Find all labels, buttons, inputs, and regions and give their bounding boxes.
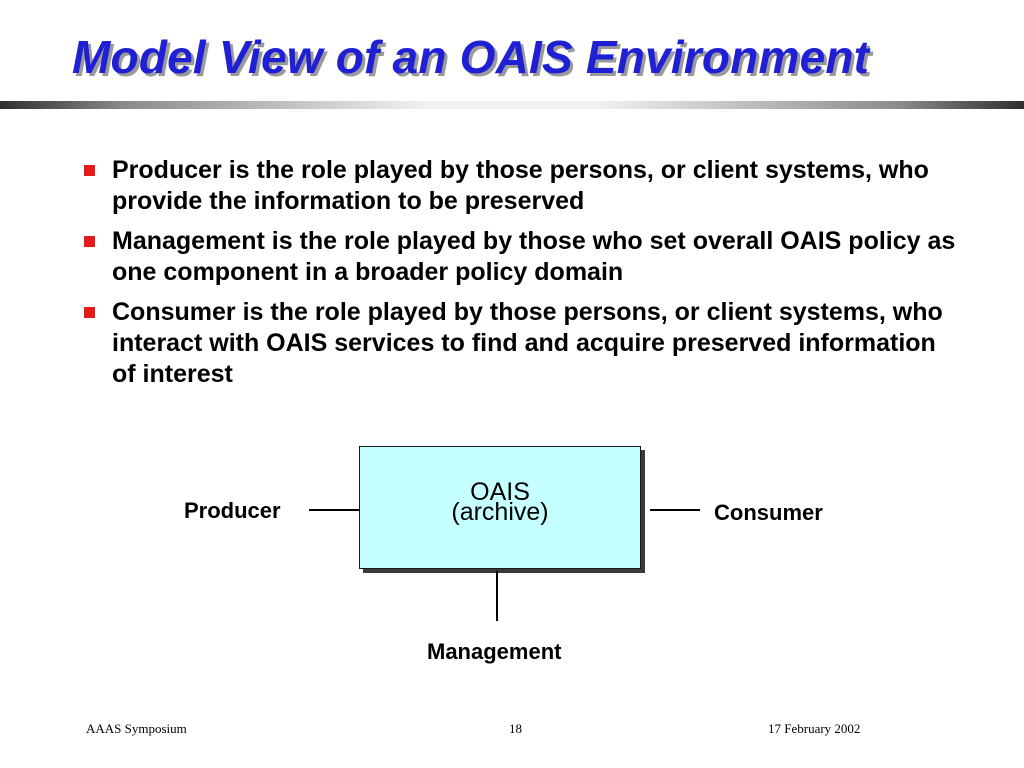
footer-slide-number: 18 xyxy=(509,721,522,736)
producer-label: Producer xyxy=(184,498,281,523)
footer-event: AAAS Symposium xyxy=(86,721,187,736)
producer-connector xyxy=(309,509,359,511)
management-label: Management xyxy=(427,639,562,664)
square-bullet-icon xyxy=(84,307,95,318)
square-bullet-icon xyxy=(84,236,95,247)
consumer-label: Consumer xyxy=(714,500,823,525)
consumer-connector xyxy=(650,509,700,511)
bullet-list: Producer is the role played by those per… xyxy=(84,155,964,399)
bullet-text: Management is the role played by those w… xyxy=(112,227,956,286)
square-bullet-icon xyxy=(84,165,95,176)
bullet-text: Producer is the role played by those per… xyxy=(112,156,929,215)
bullet-management: Management is the role played by those w… xyxy=(84,226,964,288)
oais-archive-box: OAIS (archive) xyxy=(359,446,641,569)
title-divider xyxy=(0,101,1024,109)
bullet-consumer: Consumer is the role played by those per… xyxy=(84,297,964,390)
archive-subtitle: (archive) xyxy=(451,497,549,526)
slide-title: Model View of an OAIS Environment xyxy=(72,31,870,83)
bullet-producer: Producer is the role played by those per… xyxy=(84,155,964,217)
management-connector xyxy=(496,571,498,621)
footer-date: 17 February 2002 xyxy=(768,721,861,736)
bullet-text: Consumer is the role played by those per… xyxy=(112,298,943,388)
archive-title: OAIS xyxy=(470,477,530,506)
